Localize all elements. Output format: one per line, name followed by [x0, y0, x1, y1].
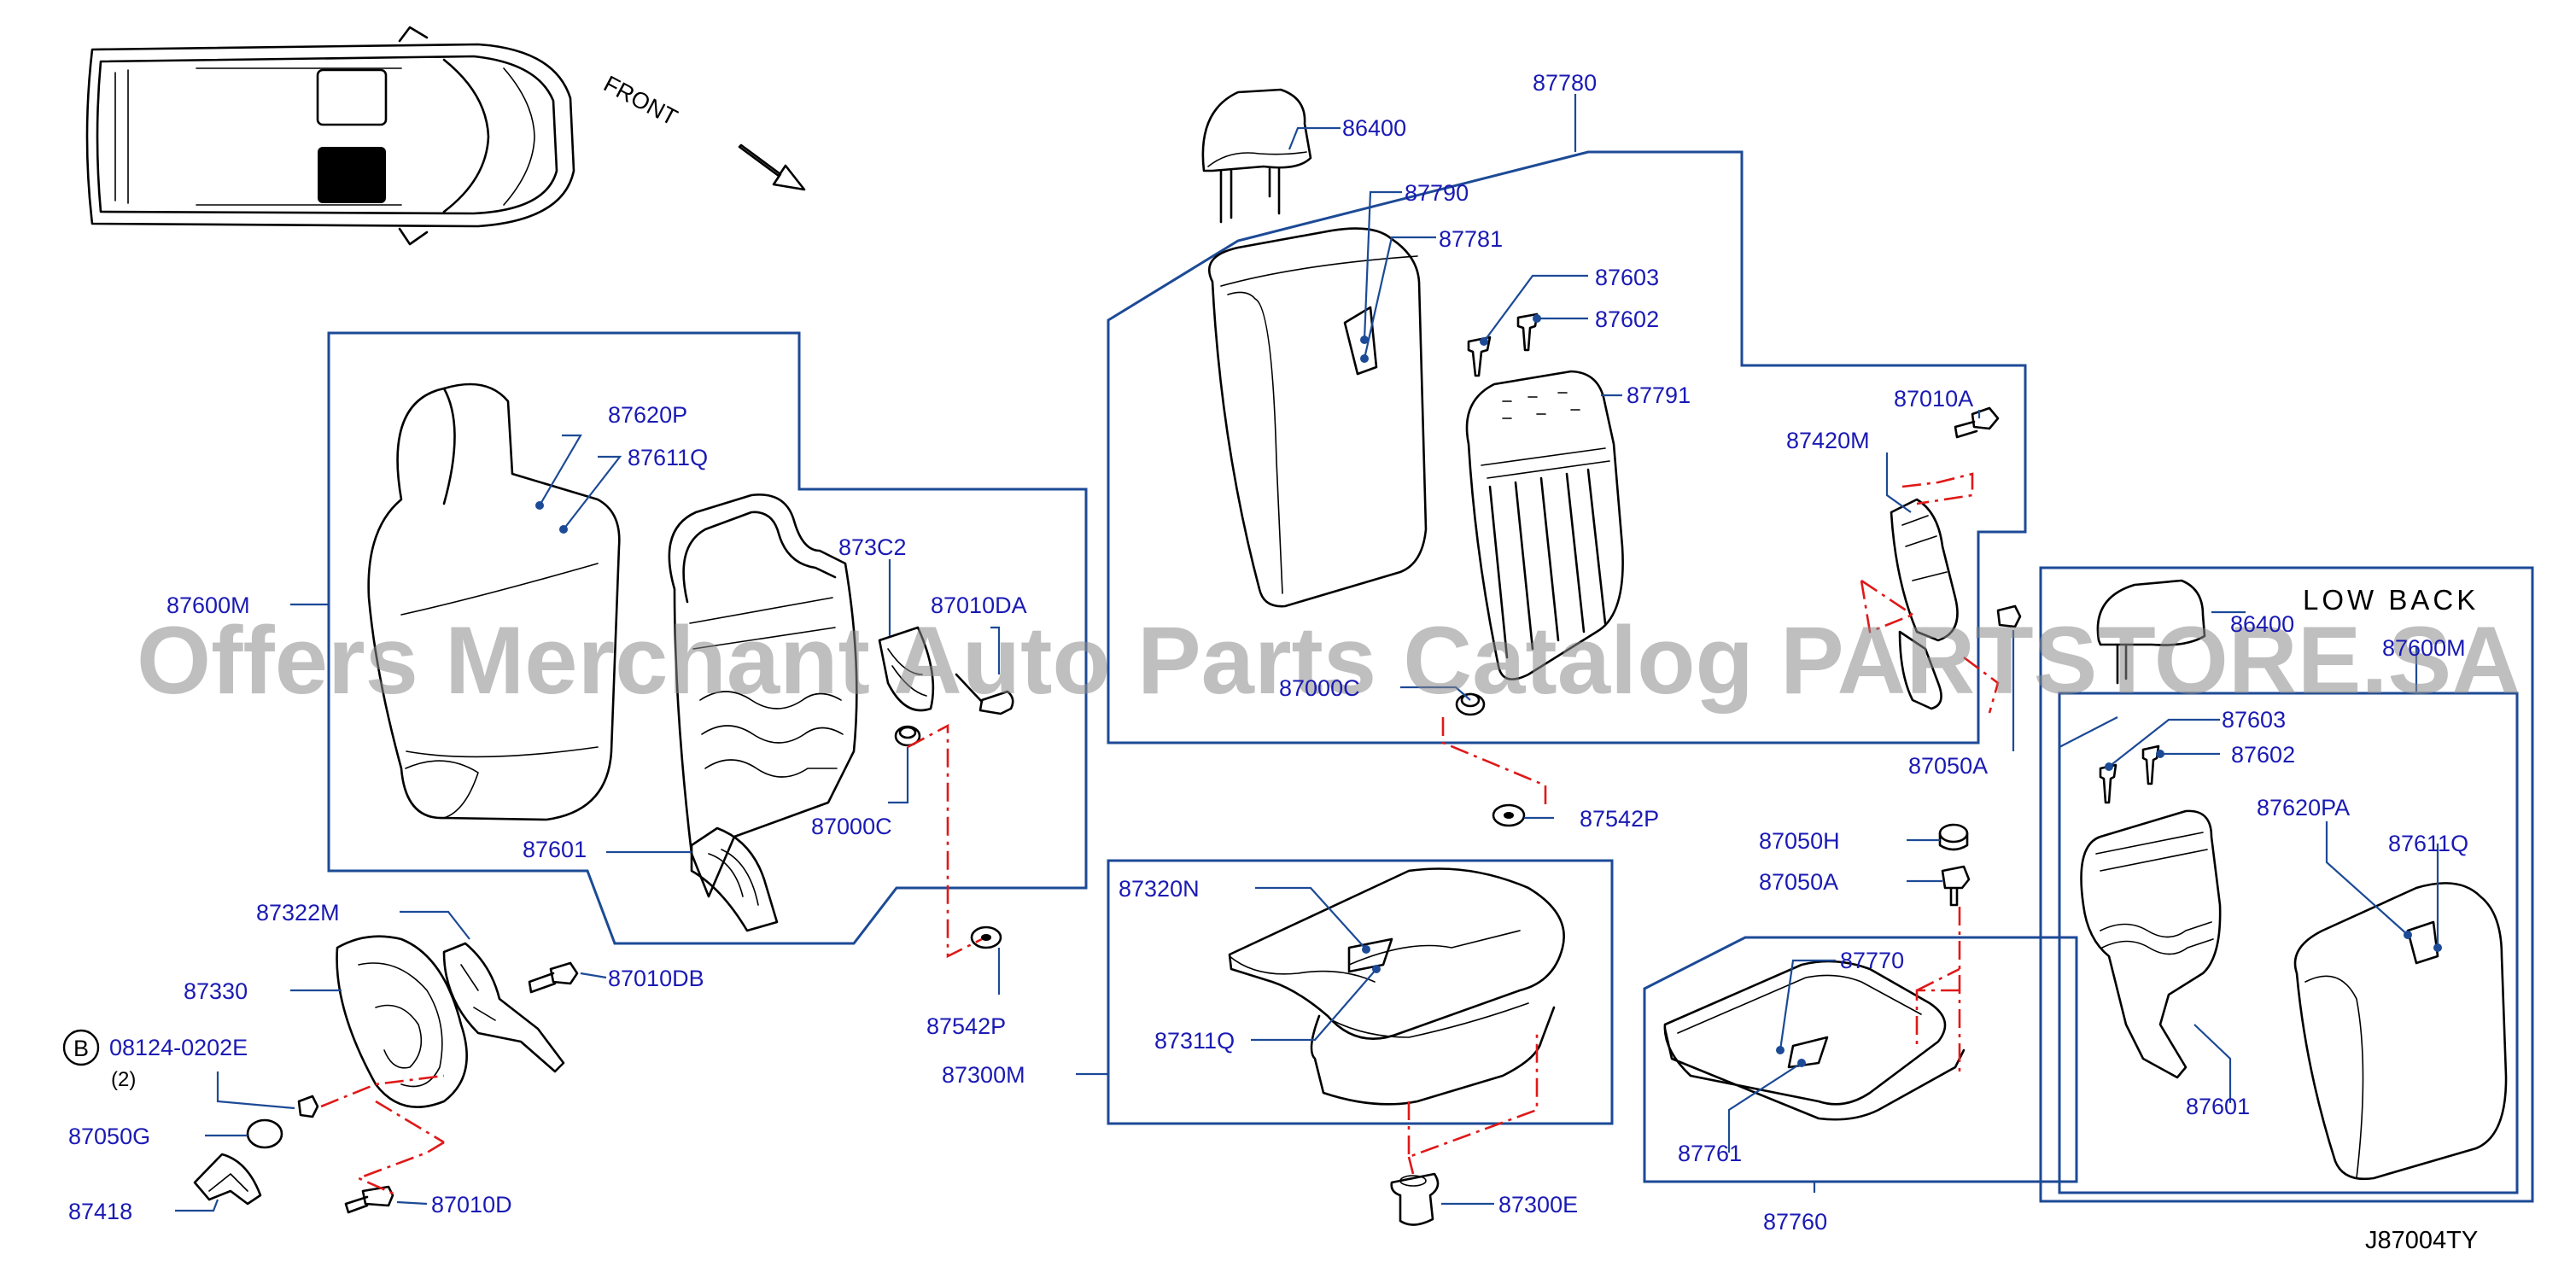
part-label-87761[interactable]: 87761	[1678, 1141, 1742, 1166]
recliner-cover-group	[193, 935, 579, 1214]
part-label-87320N[interactable]: 87320N	[1119, 876, 1200, 902]
part-label-87600M-lowback[interactable]: 87600M	[2382, 635, 2466, 661]
part-label-87000C-upper[interactable]: 87000C	[1279, 675, 1360, 701]
upper-seatback-assembly-group	[1107, 88, 2027, 827]
part-label-87420M[interactable]: 87420M	[1786, 428, 1870, 453]
part-label-87603-lowback[interactable]: 87603	[2222, 707, 2286, 733]
vehicle-locator-icon	[85, 26, 575, 246]
part-label-87300E[interactable]: 87300E	[1498, 1192, 1578, 1217]
part-label-86400[interactable]: 86400	[1342, 115, 1406, 141]
part-label-87791[interactable]: 87791	[1627, 382, 1691, 408]
low-back-heading: LOW BACK	[2303, 584, 2479, 616]
part-labels: 86400 87780 87790 87781 87603 87602 8779…	[62, 70, 2479, 1254]
part-label-87010D[interactable]: 87010D	[431, 1192, 512, 1217]
part-label-87322M[interactable]: 87322M	[256, 900, 340, 925]
bolt-symbol: B	[73, 1036, 89, 1061]
part-label-87330[interactable]: 87330	[184, 978, 248, 1004]
part-label-87770[interactable]: 87770	[1840, 948, 1904, 973]
part-label-87050A-upper[interactable]: 87050A	[1908, 753, 1988, 779]
part-label-87050A-lower[interactable]: 87050A	[1759, 869, 1838, 895]
part-label-87601[interactable]: 87601	[523, 837, 587, 862]
part-label-87780[interactable]: 87780	[1533, 70, 1597, 96]
part-label-87542P-left[interactable]: 87542P	[926, 1013, 1006, 1039]
part-label-87760[interactable]: 87760	[1763, 1209, 1827, 1235]
part-label-87620PA[interactable]: 87620PA	[2257, 795, 2350, 820]
seatback-assembly-group	[327, 331, 1088, 949]
part-label-87602-lowback[interactable]: 87602	[2231, 742, 2295, 768]
front-label: FRONT	[599, 71, 681, 131]
front-arrow-icon	[738, 143, 806, 191]
bolt-qty-label: (2)	[111, 1068, 136, 1091]
low-back-panel	[2039, 566, 2534, 1203]
part-label-87300M[interactable]: 87300M	[942, 1062, 1025, 1088]
watermark-text: Offers Merchant Auto Parts Catalog PARTS…	[137, 607, 2521, 714]
part-label-87611Q[interactable]: 87611Q	[628, 445, 708, 470]
part-label-87000C[interactable]: 87000C	[811, 814, 892, 839]
part-label-87050G[interactable]: 87050G	[68, 1124, 150, 1149]
part-label-87542P-upper[interactable]: 87542P	[1580, 806, 1659, 832]
diagram-code: J87004TY	[2365, 1227, 2478, 1254]
part-label-87010DA[interactable]: 87010DA	[931, 593, 1027, 618]
part-label-87781[interactable]: 87781	[1439, 226, 1503, 252]
part-label-87611Q-lowback[interactable]: 87611Q	[2388, 831, 2468, 856]
cushion-pad-group	[1643, 823, 2078, 1183]
part-label-87050H[interactable]: 87050H	[1759, 828, 1840, 854]
part-label-86400-lowback[interactable]: 86400	[2230, 611, 2294, 637]
part-label-87620P[interactable]: 87620P	[608, 402, 687, 428]
part-label-87311Q[interactable]: 87311Q	[1154, 1028, 1235, 1054]
bolt-spec-label[interactable]: 08124-0202E	[109, 1035, 248, 1060]
part-label-87601-lowback[interactable]: 87601	[2186, 1094, 2250, 1119]
bolt-symbol-icon	[62, 1029, 100, 1066]
part-label-87600M[interactable]: 87600M	[166, 593, 250, 618]
part-label-87418[interactable]: 87418	[68, 1199, 132, 1224]
part-label-87603[interactable]: 87603	[1595, 265, 1659, 290]
part-label-87010DB[interactable]: 87010DB	[608, 966, 704, 991]
seat-cushion-group	[1107, 859, 1614, 1226]
part-label-87790[interactable]: 87790	[1405, 180, 1469, 206]
part-label-87602[interactable]: 87602	[1595, 307, 1659, 332]
part-label-873C2[interactable]: 873C2	[838, 534, 907, 560]
part-label-87010A[interactable]: 87010A	[1894, 386, 1973, 412]
